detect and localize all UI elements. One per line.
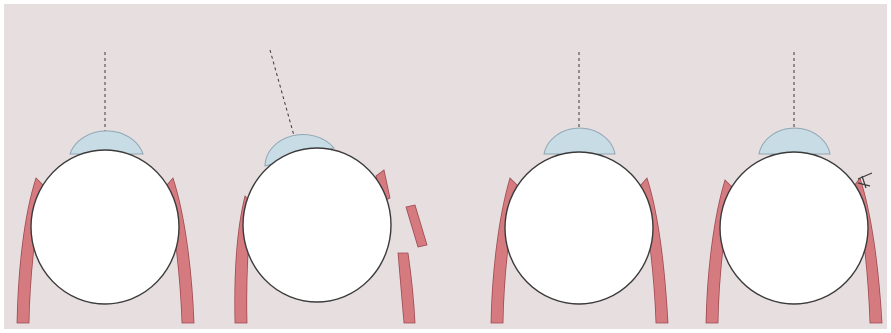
eye-globe — [243, 148, 391, 302]
eye-globe — [505, 152, 653, 304]
eye-globe — [31, 150, 179, 304]
eye-globe — [720, 152, 868, 304]
